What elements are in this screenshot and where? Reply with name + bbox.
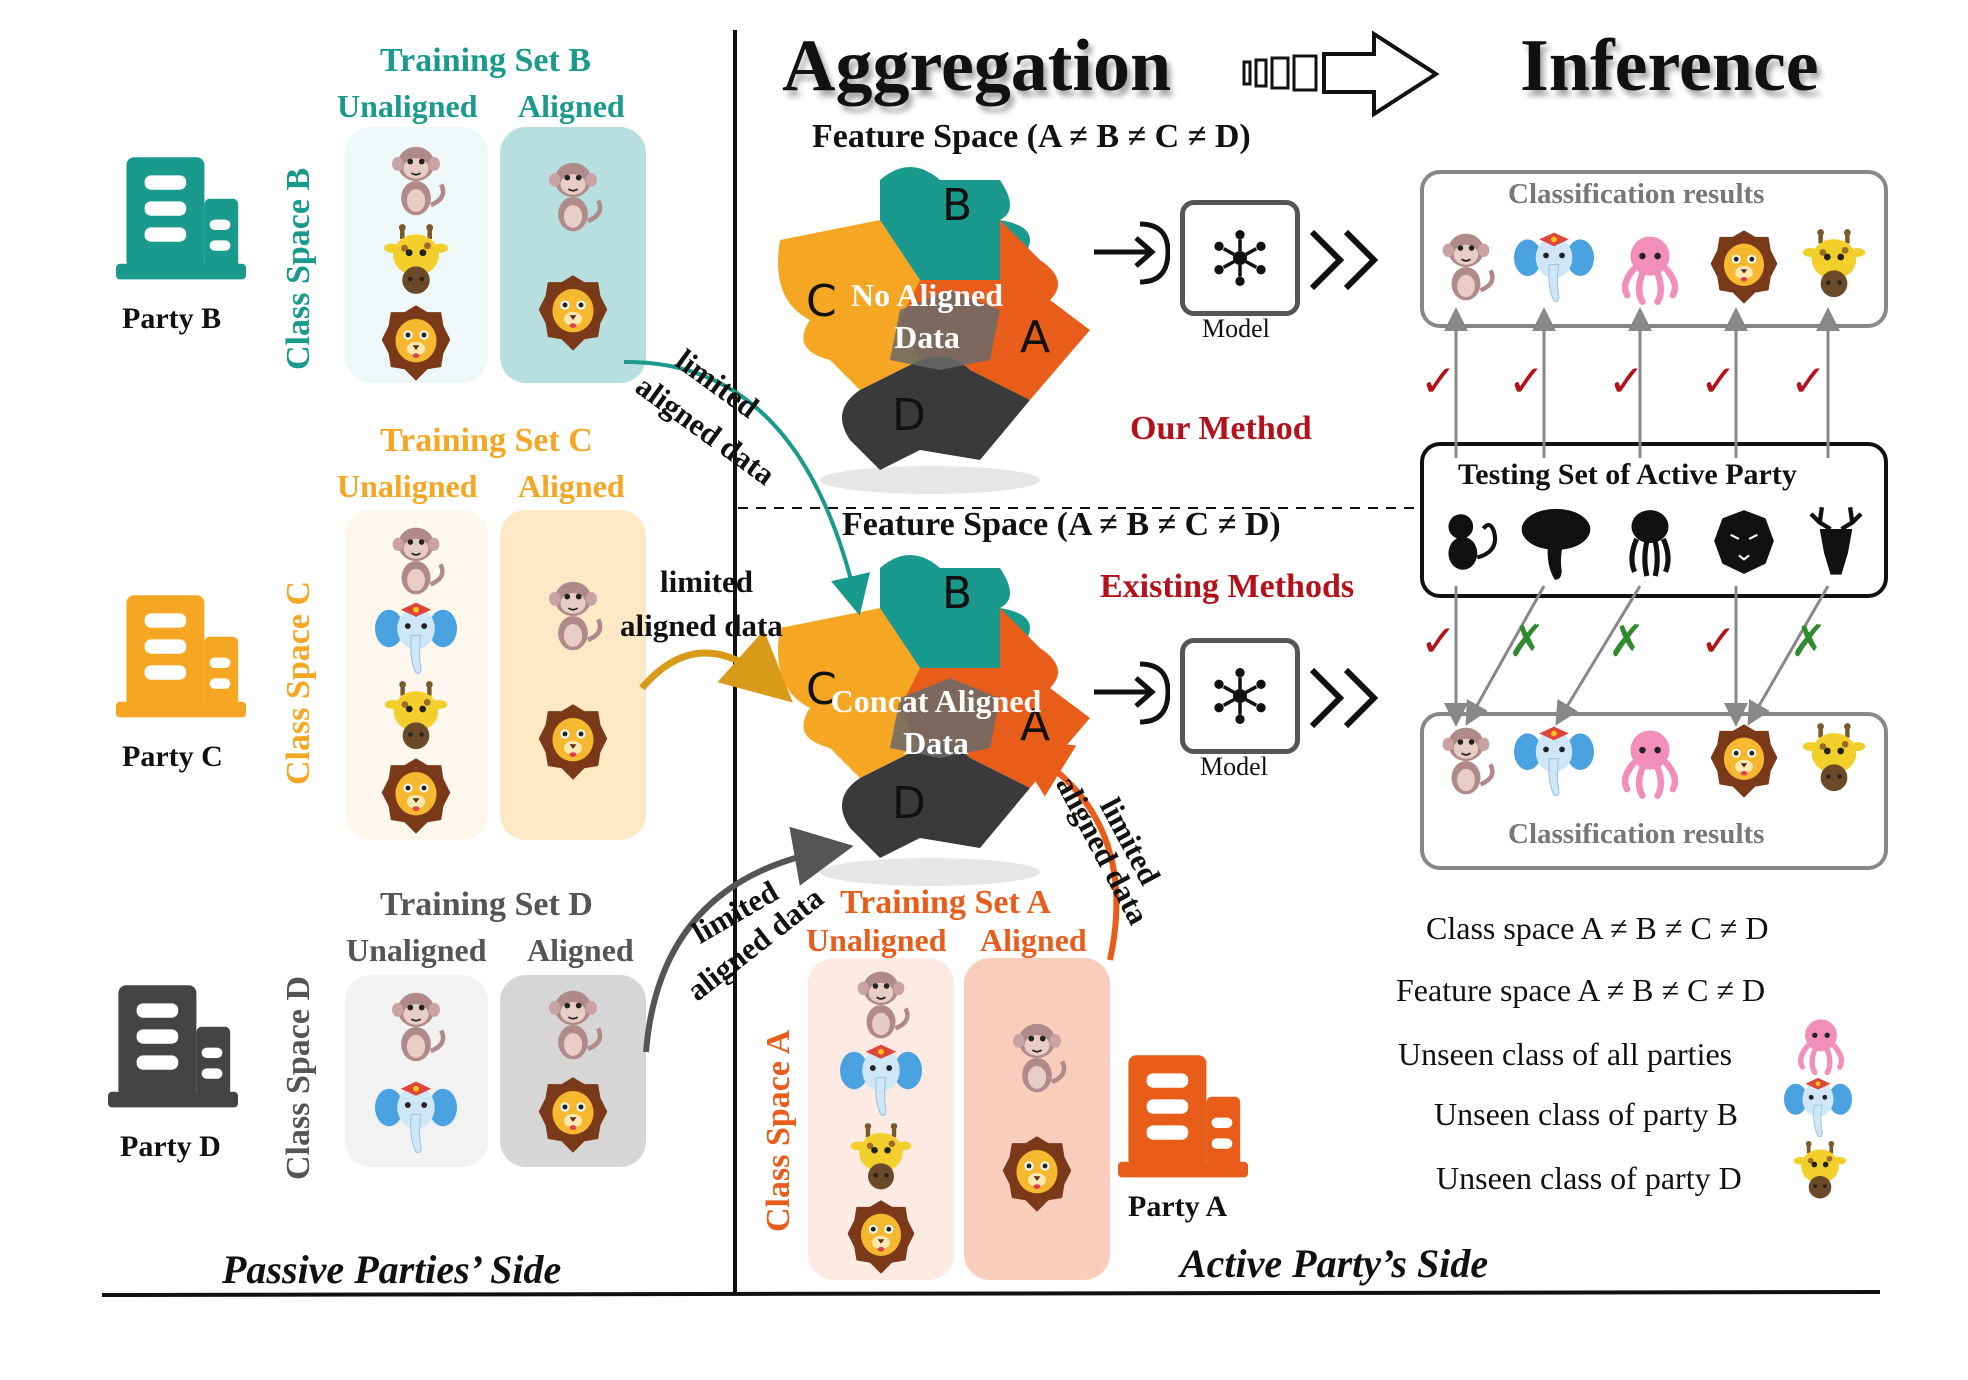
limited-label-c: limited	[660, 564, 753, 599]
feature-space-title-bottom: Feature Space (A ≠ B ≠ C ≠ D)	[842, 506, 1281, 543]
training-set-c-unaligned-panel	[345, 510, 488, 840]
octopus-icon	[1790, 1014, 1852, 1076]
training-set-b-aligned-panel	[500, 127, 646, 383]
legend-unseen-b: Unseen class of party B	[1434, 1096, 1738, 1132]
legend-unseen-d: Unseen class of party D	[1436, 1160, 1742, 1196]
party-b-label: Party B	[122, 302, 222, 335]
training-set-b-title: Training Set B	[380, 42, 591, 79]
legend-feature-space: Feature space A ≠ B ≠ C ≠ D	[1396, 972, 1766, 1008]
puzzle-letter-d-top: D	[892, 390, 926, 441]
legend-unseen-all: Unseen class of all parties	[1398, 1036, 1733, 1072]
testing-set-box: Testing Set of Active Party	[1420, 442, 1888, 598]
inference-title: Inference	[1520, 25, 1819, 107]
training-set-a-aligned-panel	[964, 958, 1110, 1280]
training-set-d-aligned-label: Aligned	[527, 932, 634, 968]
cross-mark-icon: ✗	[1608, 616, 1645, 667]
double-chevron-icon-top	[1309, 229, 1379, 291]
training-set-b-unaligned-panel	[345, 127, 488, 383]
existing-methods-label: Existing Methods	[1100, 568, 1355, 605]
training-set-c-title: Training Set C	[380, 422, 593, 459]
feature-space-title-top: Feature Space (A ≠ B ≠ C ≠ D)	[812, 118, 1251, 155]
model-box-top	[1180, 200, 1300, 316]
feature-puzzle-top	[778, 167, 1090, 494]
training-set-c-aligned-panel	[500, 510, 646, 840]
training-set-d-aligned-panel	[500, 975, 646, 1167]
classification-results-box-bottom: Classification results	[1420, 712, 1888, 870]
puzzle-letter-b-top: B	[942, 180, 973, 231]
passive-side-label: Passive Parties’ Side	[222, 1247, 562, 1292]
party-c-label: Party C	[122, 740, 223, 773]
model-label-bottom: Model	[1200, 752, 1268, 781]
check-mark-icon: ✓	[1700, 356, 1737, 407]
training-set-a-unaligned-label: Unaligned	[806, 922, 947, 958]
party-d-label: Party D	[120, 1130, 221, 1163]
puzzle-letter-a-top: A	[1020, 312, 1051, 363]
puzzle-letter-c-top: C	[806, 276, 837, 327]
forward-arrow-icon	[1242, 30, 1440, 118]
check-mark-icon: ✓	[1608, 356, 1645, 407]
puzzle-letter-c-bottom: C	[806, 664, 837, 715]
classification-results-title-bottom: Classification results	[1508, 818, 1765, 850]
cross-mark-icon: ✗	[1790, 616, 1827, 667]
training-set-a-unaligned-panel	[808, 958, 954, 1280]
input-bracket-icon-top	[1094, 221, 1170, 285]
training-set-d-unaligned-panel	[345, 975, 488, 1167]
training-set-b-unaligned-label: Unaligned	[337, 88, 478, 124]
training-set-d-title: Training Set D	[380, 886, 593, 923]
our-method-label: Our Method	[1130, 410, 1312, 447]
classification-results-title-top: Classification results	[1508, 178, 1765, 210]
aggregation-title: Aggregation	[782, 25, 1172, 107]
check-mark-icon: ✓	[1420, 356, 1457, 407]
elephant-icon	[1784, 1074, 1852, 1142]
legend-class-space: Class space A ≠ B ≠ C ≠ D	[1426, 910, 1769, 946]
model-label-top: Model	[1202, 314, 1270, 343]
no-aligned-data-label: No Aligned Data	[850, 277, 1004, 355]
check-mark-icon: ✓	[1790, 356, 1827, 407]
check-mark-icon: ✓	[1508, 356, 1545, 407]
check-mark-icon: ✓	[1700, 616, 1737, 667]
classification-results-box-top: Classification results	[1420, 170, 1888, 328]
training-set-d-unaligned-label: Unaligned	[346, 932, 487, 968]
training-set-a-aligned-label: Aligned	[980, 922, 1087, 958]
giraffe-icon	[1790, 1140, 1850, 1206]
puzzle-letter-b-bottom: B	[942, 568, 973, 619]
model-box-bottom	[1180, 638, 1300, 754]
input-bracket-icon-bottom	[1094, 661, 1170, 725]
cross-mark-icon: ✗	[1508, 616, 1545, 667]
active-side-label: Active Party’s Side	[1180, 1241, 1489, 1286]
aligned-data-label-c: aligned data	[620, 608, 783, 643]
puzzle-letter-d-bottom: D	[892, 778, 926, 829]
training-set-a-title: Training Set A	[840, 884, 1051, 921]
training-set-b-aligned-label: Aligned	[518, 88, 625, 124]
double-chevron-icon-bottom	[1309, 667, 1379, 729]
check-mark-icon: ✓	[1420, 616, 1457, 667]
party-a-label: Party A	[1128, 1190, 1228, 1223]
testing-set-title: Testing Set of Active Party	[1458, 458, 1797, 491]
concat-aligned-data-label: Concat Aligned Data	[830, 683, 1042, 761]
training-set-c-unaligned-label: Unaligned	[337, 468, 478, 504]
training-set-c-aligned-label: Aligned	[518, 468, 625, 504]
